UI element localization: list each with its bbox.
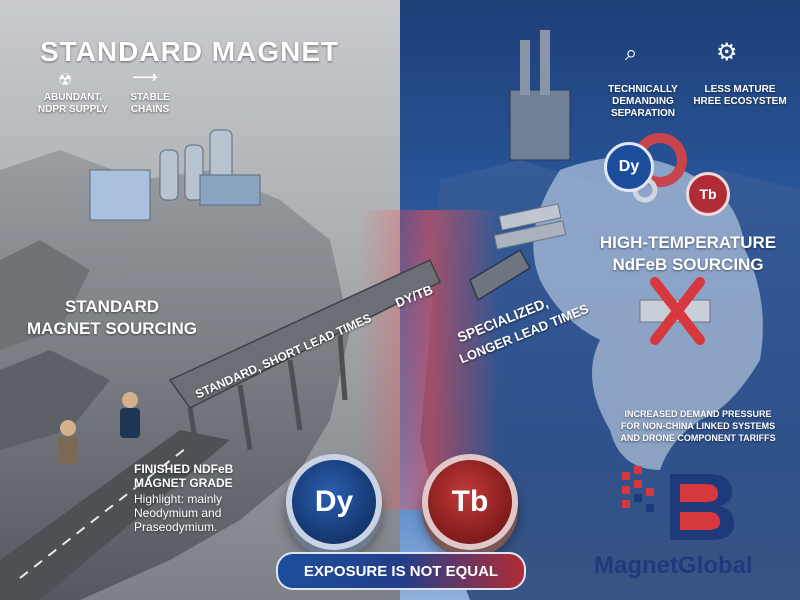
dy-coin: Dy (286, 454, 382, 550)
rock (0, 350, 110, 450)
dy-badge: Dy (604, 142, 654, 192)
arrow-right-icon: ⟶ (132, 67, 158, 87)
person-head (122, 392, 138, 408)
bridge-piers (187, 334, 348, 471)
left-cliff (0, 150, 350, 600)
exposure-banner: EXPOSURE IS NOT EQUAL (276, 552, 526, 590)
factory-tank (159, 149, 179, 201)
plant-building (509, 89, 571, 161)
magnetglobal-logo-icon (622, 466, 734, 540)
broken-bridge-segment (469, 248, 532, 302)
radiation-icon: ☢ (58, 72, 73, 89)
chimney (540, 30, 550, 95)
separation-label: TECHNICALLY DEMANDING SEPARATION (608, 84, 678, 119)
factory-tank (184, 144, 204, 201)
standard-sourcing-label: STANDARD MAGNET SOURCING (27, 297, 197, 338)
demand-pressure-label: INCREASED DEMAND PRESSURE FOR NON-CHINA … (620, 409, 776, 443)
magnetglobal-logo-text: MagnetGlobal (594, 552, 753, 579)
page-title: STANDARD MAGNET (40, 36, 340, 67)
cross-mark-icon (650, 277, 705, 345)
metal-bar (493, 220, 567, 250)
factory-annex (199, 174, 261, 206)
high-temp-sourcing-label: HIGH-TEMPERATURE NdFeB SOURCING (599, 233, 777, 274)
rock (0, 240, 90, 350)
chimney (520, 40, 530, 95)
tb-badge: Tb (686, 172, 730, 216)
grade-description: Highlight: mainly Neodymium and Praseody… (134, 492, 223, 534)
gear-icon: ⚙ (716, 39, 738, 66)
chains-label: STABLE CHAINS (130, 92, 170, 115)
road (0, 430, 230, 600)
supply-label: ABUNDANT, NDPR SUPPLY (37, 92, 109, 115)
tb-coin: Tb (422, 454, 518, 550)
person-body (58, 436, 78, 464)
person-head (60, 420, 76, 436)
metal-bar (498, 203, 562, 231)
person-body (120, 408, 140, 438)
bridge-deck (168, 259, 441, 409)
search-chart-icon: ⌕ (625, 40, 638, 65)
grade-title: FINISHED NDFeB MAGNET GRADE (134, 462, 234, 490)
ecosystem-label: LESS MATURE HREE ECOSYSTEM (693, 84, 787, 107)
factory-building (89, 169, 151, 221)
